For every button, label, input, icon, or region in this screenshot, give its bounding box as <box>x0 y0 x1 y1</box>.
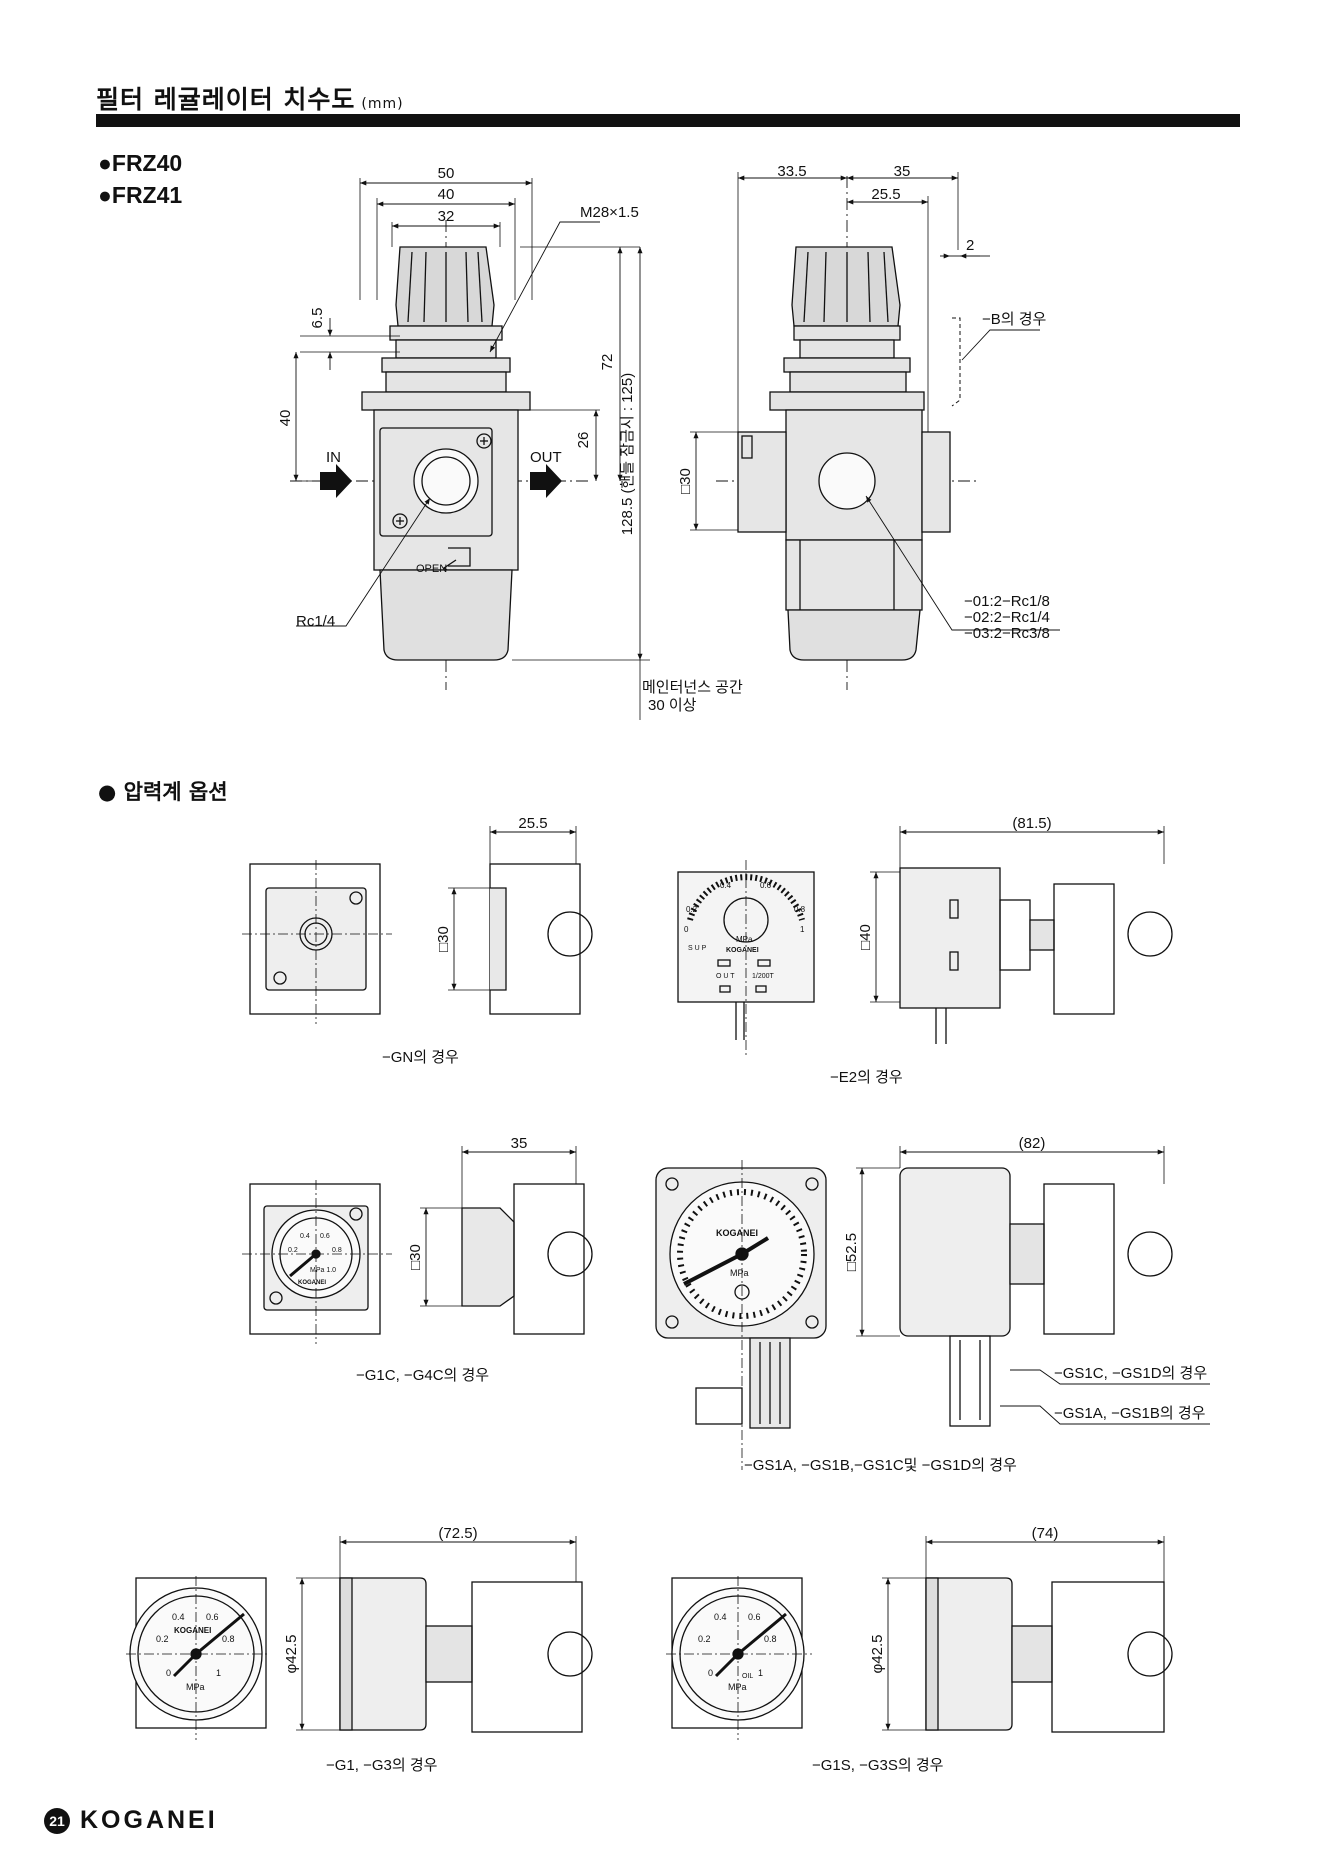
g1-g02: 0.2 <box>156 1634 169 1644</box>
e2-g06: 0.6 <box>760 881 772 890</box>
g1c-mpa: MPa 1.0 <box>310 1267 336 1274</box>
side-view <box>690 172 1060 690</box>
e2-dim: (81.5) <box>1012 815 1051 832</box>
dim-40-vertical: 40 <box>277 410 294 427</box>
g1c-caption: −G1C, −G4C의 경우 <box>356 1367 489 1384</box>
e2-g0: 0 <box>684 925 689 934</box>
dim-128-5: 128.5 (핸들 잠금시 : 125) <box>619 373 636 535</box>
g1-view <box>126 1536 593 1740</box>
label-open: OPEN <box>416 563 447 575</box>
gn-dim: 25.5 <box>518 815 547 832</box>
port-03: −03:2−Rc3/8 <box>964 625 1050 642</box>
g1-g1: 1 <box>216 1668 221 1678</box>
dim-35: 35 <box>894 163 911 180</box>
gauge-option-heading: ● 압력계 옵션 <box>98 780 228 804</box>
footer: 21 KOGANEI <box>44 1806 218 1835</box>
dim-72: 72 <box>599 354 616 371</box>
gn-view <box>242 826 593 1024</box>
g1s-dia: φ42.5 <box>869 1635 886 1674</box>
gs-mpa: MPa <box>730 1268 749 1278</box>
gs-brand: KOGANEI <box>716 1228 758 1238</box>
g1-caption: −G1, −G3의 경우 <box>326 1757 438 1774</box>
g1s-g0: 0 <box>708 1668 713 1678</box>
gs-label-ab: −GS1A, −GS1B의 경우 <box>1054 1405 1206 1422</box>
g1-brand: KOGANEI <box>174 1626 211 1635</box>
label-in: IN <box>326 449 341 466</box>
gn-sq: □30 <box>435 926 452 952</box>
g1s-dim: (74) <box>1032 1525 1059 1542</box>
g1s-g08: 0.8 <box>764 1634 777 1644</box>
gs-view <box>655 1146 1210 1470</box>
g1c-view <box>242 1146 593 1344</box>
title-bar <box>96 114 1240 127</box>
koganei-logo: KOGANEI <box>80 1806 218 1834</box>
model-frz41: ●FRZ41 <box>98 182 183 208</box>
dim-26: 26 <box>575 432 592 449</box>
front-view <box>290 178 650 720</box>
g1-g0: 0 <box>166 1668 171 1678</box>
g1-g06: 0.6 <box>206 1612 219 1622</box>
e2-g04: 0.4 <box>720 881 732 890</box>
g1s-g06: 0.6 <box>748 1612 761 1622</box>
g1c-sq: □30 <box>407 1244 424 1270</box>
e2-mpa: MPa <box>736 935 753 944</box>
dim-2: 2 <box>966 237 974 254</box>
dim-40: 40 <box>438 186 455 203</box>
e2-div: 1/200T <box>752 973 775 980</box>
g1-dia: φ42.5 <box>283 1635 300 1674</box>
e2-caption: −E2의 경우 <box>830 1069 903 1086</box>
gs-dim: (82) <box>1019 1135 1046 1152</box>
dim-32: 32 <box>438 208 455 225</box>
maintenance-30: 30 이상 <box>648 697 697 714</box>
dim-6-5: 6.5 <box>309 308 326 329</box>
g1s-g04: 0.4 <box>714 1612 727 1622</box>
g1c-dim: 35 <box>511 1135 528 1152</box>
g1s-g02: 0.2 <box>698 1634 711 1644</box>
g1c-g06: 0.6 <box>320 1233 330 1240</box>
page-number: 21 <box>44 1807 70 1834</box>
unit-label: (mm) <box>361 96 404 112</box>
g1c-g02: 0.2 <box>288 1247 298 1254</box>
dim-sq30: □30 <box>677 468 694 494</box>
gn-caption: −GN의 경우 <box>382 1049 459 1066</box>
g1s-g1: 1 <box>758 1668 763 1678</box>
gs-sq: □52.5 <box>843 1233 860 1271</box>
e2-g08: 0.8 <box>794 905 806 914</box>
g1c-brand: KOGANEI <box>298 1280 326 1286</box>
model-frz40: ●FRZ40 <box>98 150 183 176</box>
g1s-oil: OIL <box>742 1673 753 1680</box>
g1-mpa: MPa <box>186 1682 205 1692</box>
e2-g1: 1 <box>800 925 805 934</box>
label-rc14: Rc1/4 <box>296 613 335 630</box>
e2-out: O U T <box>716 973 735 980</box>
dim-m28: M28×1.5 <box>580 204 639 221</box>
gs-caption: −GS1A, −GS1B,−GS1C및 −GS1D의 경우 <box>744 1457 1017 1474</box>
e2-sup: S U P <box>688 945 707 952</box>
dim-50: 50 <box>438 165 455 182</box>
label-b-case: −B의 경우 <box>982 311 1047 328</box>
port-01: −01:2−Rc1/8 <box>964 593 1050 610</box>
g1s-caption: −G1S, −G3S의 경우 <box>812 1757 944 1774</box>
port-02: −02:2−Rc1/4 <box>964 609 1050 626</box>
e2-g02: 0.2 <box>686 905 698 914</box>
g1c-g08: 0.8 <box>332 1247 342 1254</box>
dim-25-5: 25.5 <box>871 186 900 203</box>
g1c-g04: 0.4 <box>300 1233 310 1240</box>
g1s-view <box>666 1536 1173 1740</box>
e2-view <box>677 826 1173 1056</box>
e2-brand: KOGANEI <box>726 947 759 954</box>
page-title: 필터 레귤레이터 치수도(mm) <box>96 85 404 114</box>
g1-dim: (72.5) <box>438 1525 477 1542</box>
e2-sq: □40 <box>857 924 874 950</box>
g1-g04: 0.4 <box>172 1612 185 1622</box>
dim-33-5: 33.5 <box>777 163 806 180</box>
gs-label-cd: −GS1C, −GS1D의 경우 <box>1054 1365 1207 1382</box>
g1s-mpa: MPa <box>728 1682 747 1692</box>
g1-g08: 0.8 <box>222 1634 235 1644</box>
label-out: OUT <box>530 449 562 466</box>
maintenance-space: 메인터넌스 공간 <box>642 679 743 696</box>
